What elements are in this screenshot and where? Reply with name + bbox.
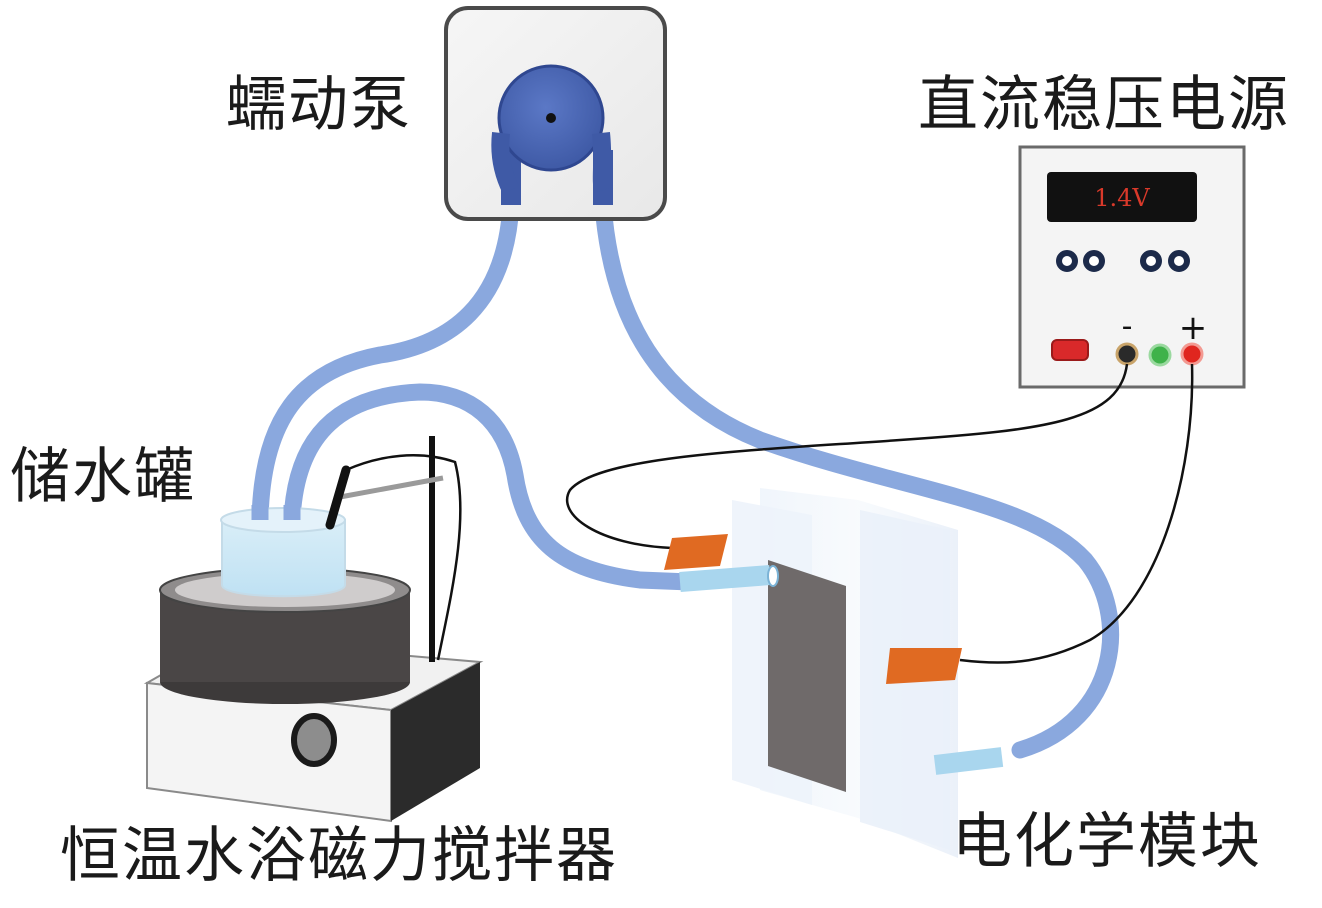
label-dc-power-supply: 直流稳压电源 xyxy=(918,70,1290,140)
peristaltic-pump xyxy=(444,6,667,221)
tube-module-to-reservoir xyxy=(283,383,699,591)
wires xyxy=(565,363,1194,664)
dc-power-supply: 1.4V - + xyxy=(1018,145,1246,389)
probe-stand xyxy=(325,436,462,662)
tubing xyxy=(251,196,1120,759)
knobs xyxy=(1056,250,1190,272)
module-inlet-upper xyxy=(679,565,771,592)
voltage-readout: 1.4V xyxy=(1094,184,1150,212)
label-electrochemical-module: 电化学模块 xyxy=(952,807,1262,877)
wire-negative xyxy=(565,363,1129,550)
electrode-tab-lower xyxy=(886,648,962,684)
stirrer-knob xyxy=(291,713,337,767)
voltage-display xyxy=(1047,172,1197,222)
positive-terminal-sign: + xyxy=(1179,308,1208,348)
magnetic-stirrer xyxy=(143,567,484,823)
label-reservoir: 储水罐 xyxy=(10,442,196,512)
tube-pump-to-reservoir-a xyxy=(251,196,520,529)
module-outlet-lower xyxy=(933,747,1004,775)
negative-terminal-sign: - xyxy=(1122,309,1133,344)
electrode-plate xyxy=(768,560,846,792)
label-peristaltic-pump: 蠕动泵 xyxy=(226,70,412,140)
electrode-tab-upper xyxy=(664,534,728,570)
tube-pump-to-module xyxy=(594,196,1120,759)
positive-terminal xyxy=(1180,342,1204,366)
label-stirrer: 恒温水浴磁力搅拌器 xyxy=(60,821,618,891)
electrochemical-module xyxy=(664,488,1004,858)
wire-positive xyxy=(959,363,1194,664)
power-switch xyxy=(1051,339,1089,361)
reservoir xyxy=(220,505,346,598)
ground-terminal xyxy=(1148,343,1172,367)
probe-rod xyxy=(339,475,444,500)
negative-terminal xyxy=(1115,342,1139,366)
stirrer-side-dark xyxy=(391,662,480,821)
probe-black xyxy=(325,465,351,530)
